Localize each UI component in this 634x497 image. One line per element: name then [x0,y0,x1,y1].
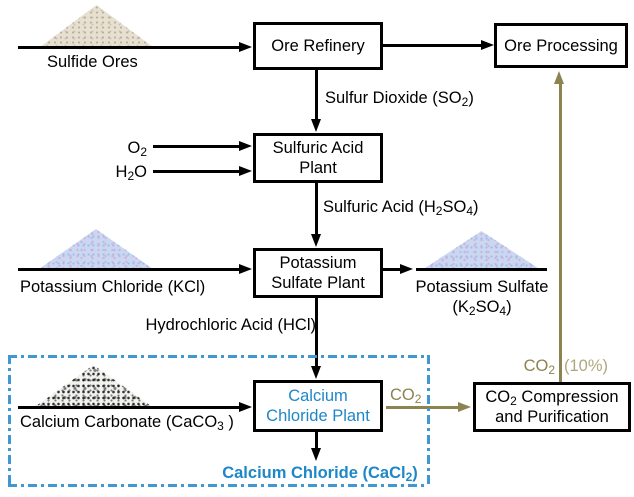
calcium-chloride-product-label: Calcium Chloride (CaCl2) [222,464,418,484]
water-arrowhead-icon [239,166,252,176]
potassium-sulfate-pile [422,231,541,270]
co2-recycle-label: CO2 [523,357,555,377]
co2-output-arrowhead-icon [458,402,471,412]
calcium-chloride-boundary-top [8,355,428,358]
co2-recycle-arrowhead-icon [554,71,564,84]
sulfide-ores-arrowhead-icon [239,42,252,52]
oxygen-arrowhead-icon [239,141,252,151]
sulfuric-acid-arrowhead-icon [311,234,321,247]
calcium-carbonate-flow-line [18,406,239,409]
sulfide-ores-flow-line [18,46,239,49]
potassium-chloride-pile [39,229,153,269]
calcium-chloride-output-line [315,432,318,449]
sulfur-dioxide-flow-line [315,70,318,119]
sulfide-ores-pile [40,5,153,47]
potassium-chloride-stream-label: Potassium Chloride (KCl) [20,278,206,296]
hydrochloric-acid-flow-line [315,298,318,366]
refinery-to-processing-arrowhead-icon [481,40,494,50]
sulfuric-acid-stream-label: Sulfuric Acid (H2SO4) [323,198,479,218]
sulfuric-acid-flow-line [315,183,318,234]
water-flow-line [153,170,239,173]
oxygen-stream-label: O2 [127,139,147,159]
water-stream-label: H2O [115,163,147,183]
ore-refinery-label: Ore Refinery [271,37,365,55]
potassium-sulfate-arrowhead-icon [400,264,413,274]
potassium-sulfate-output-line [383,268,400,271]
sulfur-dioxide-stream-label: Sulfur Dioxide (SO2) [325,89,474,109]
calcium-chloride-boundary-left [8,355,11,487]
ore-refinery-box: Ore Refinery [253,22,383,70]
calcium-chloride-boundary-bottom [8,484,428,487]
co2-recycle-line [559,84,562,382]
ore-processing-box: Ore Processing [494,23,628,68]
calcium-carbonate-arrowhead-icon [239,402,252,412]
potassium-sulfate-stream-label: Potassium Sulfate(K2SO4) [415,278,549,318]
calcium-chloride-arrowhead-icon [311,448,321,461]
calcium-carbonate-pile [36,365,151,406]
co2-stream-label: CO2 [390,386,422,406]
potassium-chloride-flow-line [18,268,239,271]
ore-processing-label: Ore Processing [504,36,618,55]
sulfur-dioxide-arrowhead-icon [311,119,321,132]
co2-recycle-percent-label: (10%) [564,357,609,375]
sulfide-ores-stream-label: Sulfide Ores [47,53,138,71]
refinery-to-processing-line [383,44,481,47]
oxygen-flow-line [153,145,239,148]
calcium-chloride-boundary-right [427,355,430,487]
calcium-carbonate-stream-label: Calcium Carbonate (CaCO3 ) [20,413,234,433]
hydrochloric-acid-arrowhead-icon [311,366,321,379]
potassium-sulfate-pile-baseline [416,268,547,271]
hydrochloric-acid-stream-label: Hydrochloric Acid (HCl) [145,316,316,334]
co2-output-line [386,406,458,409]
potassium-chloride-arrowhead-icon [239,264,252,274]
